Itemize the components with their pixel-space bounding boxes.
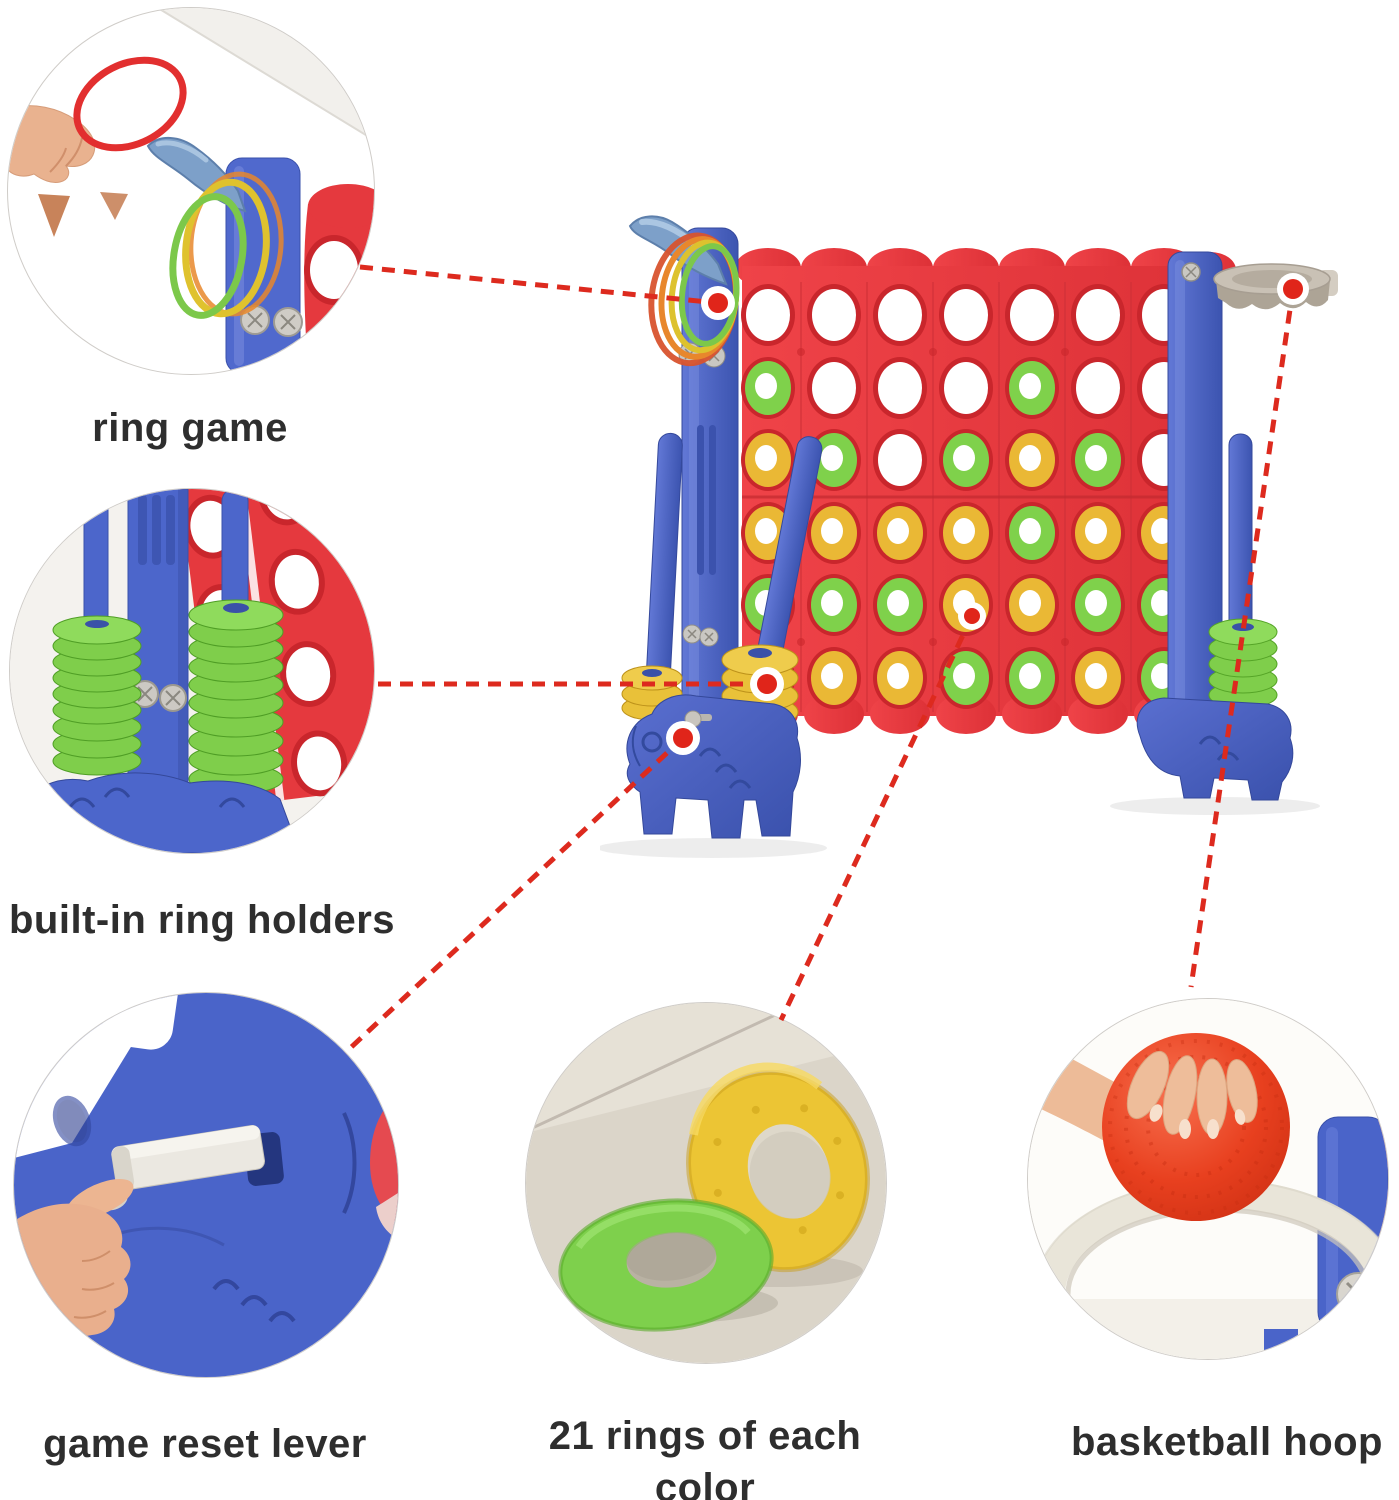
- label-rings-count-line2: color: [654, 1466, 756, 1500]
- right-base: [1136, 697, 1294, 801]
- inset-reset-lever: [13, 992, 399, 1378]
- fingers: [1126, 1050, 1258, 1136]
- post-below: [1264, 1329, 1298, 1359]
- inset-ring-game: [7, 7, 375, 375]
- reset-lever: [111, 1125, 265, 1191]
- hanging-rings: [169, 171, 284, 319]
- green-ring-stack-left: [52, 615, 142, 776]
- basketball-hoop-mounted: [1213, 263, 1338, 310]
- main-product-photo: [600, 215, 1338, 858]
- inset-rings-count: [525, 1002, 887, 1364]
- green-ring-stack: [1208, 618, 1278, 709]
- inset-ring-holders: [9, 488, 375, 854]
- screw-icon: [1181, 262, 1201, 282]
- bunting-flags: [38, 192, 128, 237]
- red-board-edge: [304, 184, 374, 374]
- label-ring-game: ring game: [92, 406, 288, 450]
- fingernails: [1149, 1104, 1246, 1139]
- label-reset-lever: game reset lever: [43, 1422, 367, 1466]
- hand: [8, 105, 96, 183]
- label-rings-count-line1: 21 rings of each: [548, 1414, 862, 1458]
- green-ring-stack-right: [188, 599, 284, 795]
- red-toss-ring: [73, 56, 187, 152]
- left-base: [626, 694, 801, 839]
- green-ring: [558, 1198, 774, 1332]
- ball: [1102, 1033, 1290, 1221]
- inset-basketball-hoop: [1027, 998, 1389, 1360]
- label-rings-count: 21 rings of each color: [515, 1410, 895, 1500]
- floor-shadow: [600, 797, 1320, 858]
- right-post: [221, 489, 249, 612]
- hook-arm: [146, 137, 247, 213]
- label-ring-holders: built-in ring holders: [8, 898, 396, 942]
- label-basketball-hoop: basketball hoop: [1071, 1420, 1383, 1464]
